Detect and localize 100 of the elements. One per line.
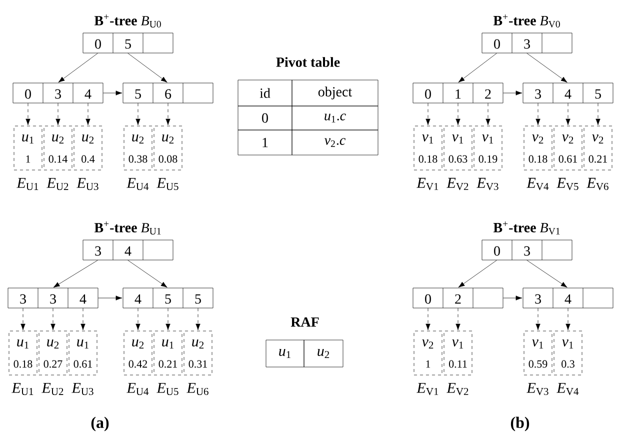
table-cell: v$_{2}$.c bbox=[292, 130, 378, 156]
caption: (a) bbox=[91, 416, 109, 432]
pointer-arrow bbox=[426, 103, 430, 126]
entry-box: v$_{1}$ 0.3 bbox=[554, 330, 582, 376]
table-cell: id bbox=[238, 80, 292, 106]
caption: (b) bbox=[510, 416, 530, 432]
pointer-arrow bbox=[486, 103, 490, 126]
tree-node: 4 5 5 bbox=[122, 288, 214, 308]
entry-box: u$_{2}$ 0.38 bbox=[124, 126, 152, 170]
entry-box: v$_{1}$ 0.11 bbox=[444, 330, 472, 376]
entry-label: E$_{U1}$ bbox=[12, 382, 34, 396]
entry-box: u$_{2}$ 0.31 bbox=[184, 330, 212, 376]
entry-box: v$_{1}$ 0.19 bbox=[474, 126, 502, 170]
entry-label: E$_{V3}$ bbox=[476, 178, 498, 190]
arrow bbox=[458, 260, 497, 288]
arrow bbox=[98, 296, 122, 300]
entry-label: E$_{U6}$ bbox=[186, 382, 208, 396]
pointer-arrow bbox=[50, 308, 56, 330]
pointer-arrow bbox=[536, 103, 540, 126]
tree-node: 0 3 bbox=[482, 32, 572, 54]
table-cell: u$_{1}$.c bbox=[292, 106, 378, 130]
pointer-arrow bbox=[196, 308, 200, 330]
entry-label: E$_{V1}$ bbox=[416, 178, 438, 190]
pointer-arrow bbox=[456, 103, 460, 126]
entry-box: u$_{2}$ 0.08 bbox=[154, 126, 182, 170]
tree-title: B$^{+}$-tree B$_{U1}$ bbox=[94, 222, 161, 234]
table-cell: object bbox=[292, 80, 378, 106]
arrow bbox=[526, 260, 568, 288]
entry-box: u$_{1}$ 0.61 bbox=[68, 330, 98, 376]
entry-label: E$_{U4}$ bbox=[126, 382, 149, 396]
arrow bbox=[53, 260, 98, 288]
arrow bbox=[128, 53, 168, 82]
pointer-arrow bbox=[136, 103, 140, 126]
entry-box: u$_{1}$ 1 bbox=[14, 126, 42, 170]
entry-label: E$_{U1}$ bbox=[16, 178, 38, 190]
entry-box: u$_{1}$ 0.18 bbox=[8, 330, 38, 376]
arrow bbox=[526, 53, 568, 82]
table-title: RAF bbox=[290, 317, 319, 327]
tree-node: 5 6 bbox=[122, 82, 214, 104]
arrow bbox=[503, 296, 522, 300]
entry-label: E$_{U5}$ bbox=[156, 178, 178, 190]
tree-title: B$^{+}$-tree B$_{V1}$ bbox=[493, 221, 560, 235]
table-cell: 0 bbox=[238, 106, 292, 130]
pointer-arrow bbox=[166, 308, 170, 330]
entry-label: E$_{U2}$ bbox=[42, 382, 64, 396]
entry-label: E$_{V1}$ bbox=[416, 382, 438, 396]
entry-box: v$_{2}$ 0.18 bbox=[524, 126, 552, 170]
entry-box: v$_{2}$ 0.21 bbox=[584, 126, 612, 170]
tree-node: 3 4 bbox=[522, 288, 614, 308]
entry-label: E$_{V2}$ bbox=[446, 382, 468, 396]
tree-title: B$^{+}$-tree B$_{V0}$ bbox=[493, 14, 560, 28]
pointer-arrow bbox=[426, 308, 430, 330]
arrow bbox=[128, 260, 168, 288]
pointer-arrow bbox=[536, 308, 540, 330]
pointer-arrow bbox=[566, 308, 570, 330]
entry-box: u$_{2}$ 0.42 bbox=[124, 330, 152, 376]
tree-node: 0 3 4 bbox=[12, 82, 104, 104]
table-cell: u$_{1}$ bbox=[266, 340, 304, 368]
entry-box: u$_{1}$ 0.21 bbox=[154, 330, 182, 376]
arrow bbox=[103, 90, 122, 96]
entry-label: E$_{V4}$ bbox=[556, 382, 579, 396]
arrow bbox=[458, 53, 497, 82]
table-title: Pivot table bbox=[276, 57, 340, 67]
entry-box: v$_{2}$ 0.61 bbox=[554, 126, 582, 170]
tree-title: B$^{+}$-tree B$_{U0}$ bbox=[94, 14, 161, 28]
entry-label: E$_{U4}$ bbox=[126, 178, 149, 190]
tree-node: 0 2 bbox=[412, 288, 504, 308]
pointer-arrow bbox=[20, 308, 26, 330]
tree-node: 0 1 2 bbox=[412, 82, 504, 104]
arrow bbox=[58, 53, 98, 82]
pointer-arrow bbox=[456, 308, 460, 330]
entry-box: v$_{2}$ 1 bbox=[414, 330, 442, 376]
entry-box: v$_{1}$ 0.18 bbox=[414, 126, 442, 170]
pointer-arrow bbox=[596, 103, 600, 126]
entry-box: u$_{2}$ 0.4 bbox=[74, 126, 102, 170]
tree-node: 3 4 5 bbox=[522, 82, 614, 104]
entry-label: E$_{V5}$ bbox=[556, 178, 578, 190]
tree-node: 0 5 bbox=[82, 32, 174, 54]
pointer-arrow bbox=[56, 103, 60, 126]
entry-label: E$_{U3}$ bbox=[72, 382, 94, 396]
pointer-arrow bbox=[566, 103, 570, 126]
entry-label: E$_{U2}$ bbox=[46, 178, 68, 190]
entry-label: E$_{V4}$ bbox=[526, 178, 549, 190]
arrow bbox=[503, 90, 522, 96]
entry-box: v$_{1}$ 0.59 bbox=[524, 330, 552, 376]
entry-label: E$_{V2}$ bbox=[446, 178, 468, 190]
tree-node: 3 4 bbox=[82, 240, 174, 260]
entry-label: E$_{U3}$ bbox=[76, 178, 98, 190]
pointer-arrow bbox=[80, 308, 86, 330]
table-cell: 1 bbox=[238, 130, 292, 156]
table-cell: u$_{2}$ bbox=[304, 340, 344, 368]
tree-node: 3 3 4 bbox=[8, 288, 98, 308]
entry-box: u$_{2}$ 0.14 bbox=[44, 126, 72, 170]
pointer-arrow bbox=[26, 103, 30, 126]
entry-label: E$_{U5}$ bbox=[156, 382, 178, 396]
tree-node: 0 3 bbox=[482, 240, 572, 260]
entry-box: v$_{1}$ 0.63 bbox=[444, 126, 472, 170]
entry-label: E$_{V6}$ bbox=[586, 178, 608, 190]
pointer-arrow bbox=[166, 103, 170, 126]
pointer-arrow bbox=[136, 308, 140, 330]
